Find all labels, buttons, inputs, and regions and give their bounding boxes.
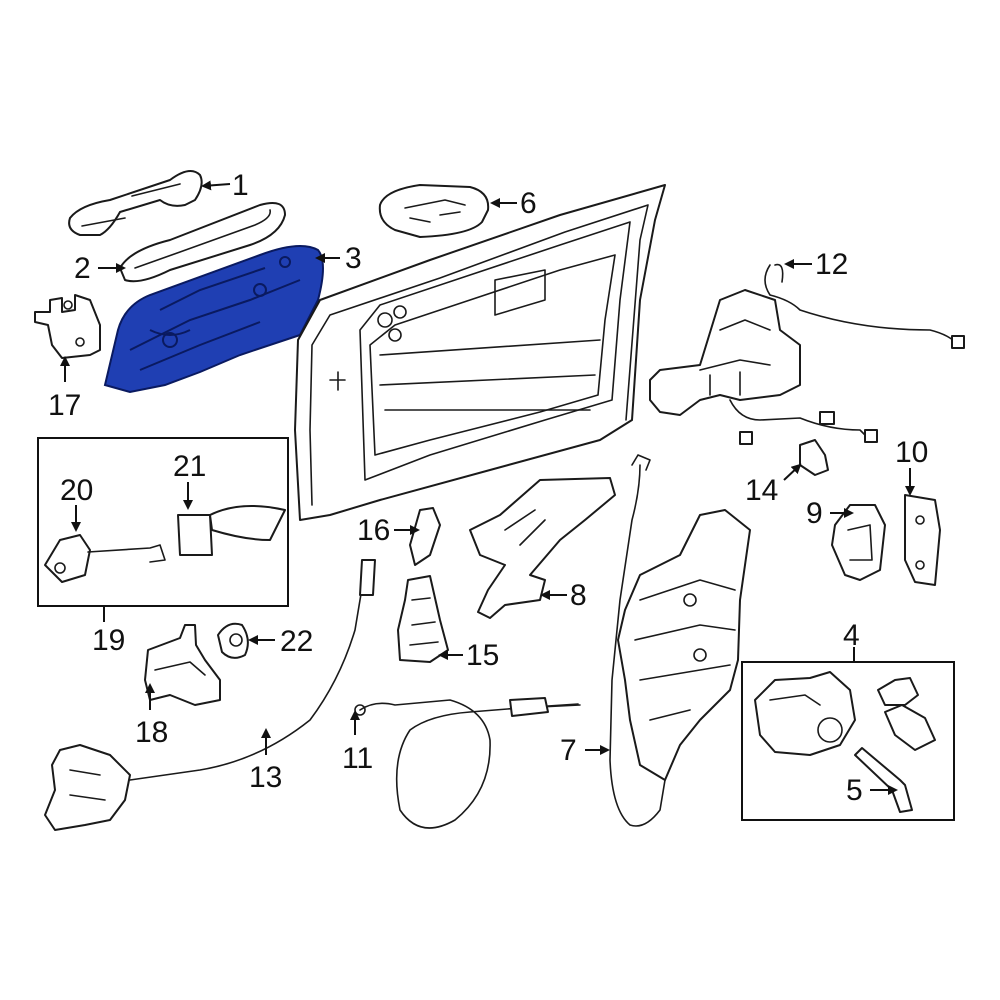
part-22-bushing[interactable] (217, 622, 249, 659)
part-9-striker[interactable] (831, 504, 886, 581)
callout-7: 7 (560, 734, 577, 767)
group-19 (37, 437, 289, 607)
callout-17: 17 (48, 389, 81, 422)
callout-9: 9 (806, 497, 823, 530)
part-7-cable[interactable] (609, 454, 666, 827)
callout-14: 14 (745, 474, 778, 507)
part-21-strap-cover[interactable] (177, 505, 286, 556)
part-8-bracket[interactable] (469, 477, 616, 619)
part-13-lock-rod[interactable] (44, 559, 376, 831)
lock-cylinder-insert[interactable] (877, 677, 936, 751)
part-16-clip[interactable] (409, 507, 441, 566)
part-18-hinge[interactable] (144, 624, 221, 706)
callout-18: 18 (135, 716, 168, 749)
group-19-box (37, 437, 289, 607)
door-latch-module[interactable] (617, 509, 751, 781)
part-14-connector[interactable] (799, 439, 829, 476)
callout-4: 4 (843, 619, 860, 652)
part-15-housing[interactable] (397, 575, 449, 663)
callout-12: 12 (815, 248, 848, 281)
callout-10: 10 (895, 436, 928, 469)
part-12-harness[interactable] (764, 263, 965, 349)
latch-actuator-assembly[interactable] (649, 289, 878, 445)
callout-22: 22 (280, 625, 313, 658)
callout-21: 21 (173, 450, 206, 483)
part-10-plate[interactable] (904, 494, 941, 586)
part-5-key[interactable] (854, 747, 913, 813)
leaders (60, 180, 915, 795)
door-frame (294, 184, 666, 521)
part-17-bracket[interactable] (34, 294, 101, 359)
part-2-handle-gasket[interactable] (119, 202, 286, 283)
callout-15: 15 (466, 639, 499, 672)
part-4-lock-cylinder-housing[interactable] (754, 671, 856, 756)
callout-6: 6 (520, 187, 537, 220)
callout-20: 20 (60, 474, 93, 507)
part-11-release-cable[interactable] (354, 697, 581, 829)
part-20-check-strap[interactable] (44, 534, 166, 583)
callout-16: 16 (357, 514, 390, 547)
callout-5: 5 (846, 774, 863, 807)
callout-3: 3 (345, 242, 362, 275)
callout-19: 19 (92, 624, 125, 657)
callout-2: 2 (74, 252, 91, 285)
callout-1: 1 (232, 169, 249, 202)
part-3-handle-carrier[interactable] (103, 245, 324, 394)
callout-8: 8 (570, 579, 587, 612)
part-6-key-fob[interactable] (378, 184, 490, 238)
group-4 (741, 661, 955, 821)
group-4-box (741, 661, 955, 821)
callout-labels: 1 2 3 4 5 6 7 8 9 10 11 12 13 14 15 16 1… (48, 169, 928, 807)
part-1-outer-handle[interactable] (68, 170, 203, 236)
callout-13: 13 (249, 761, 282, 794)
callout-11: 11 (342, 742, 373, 775)
